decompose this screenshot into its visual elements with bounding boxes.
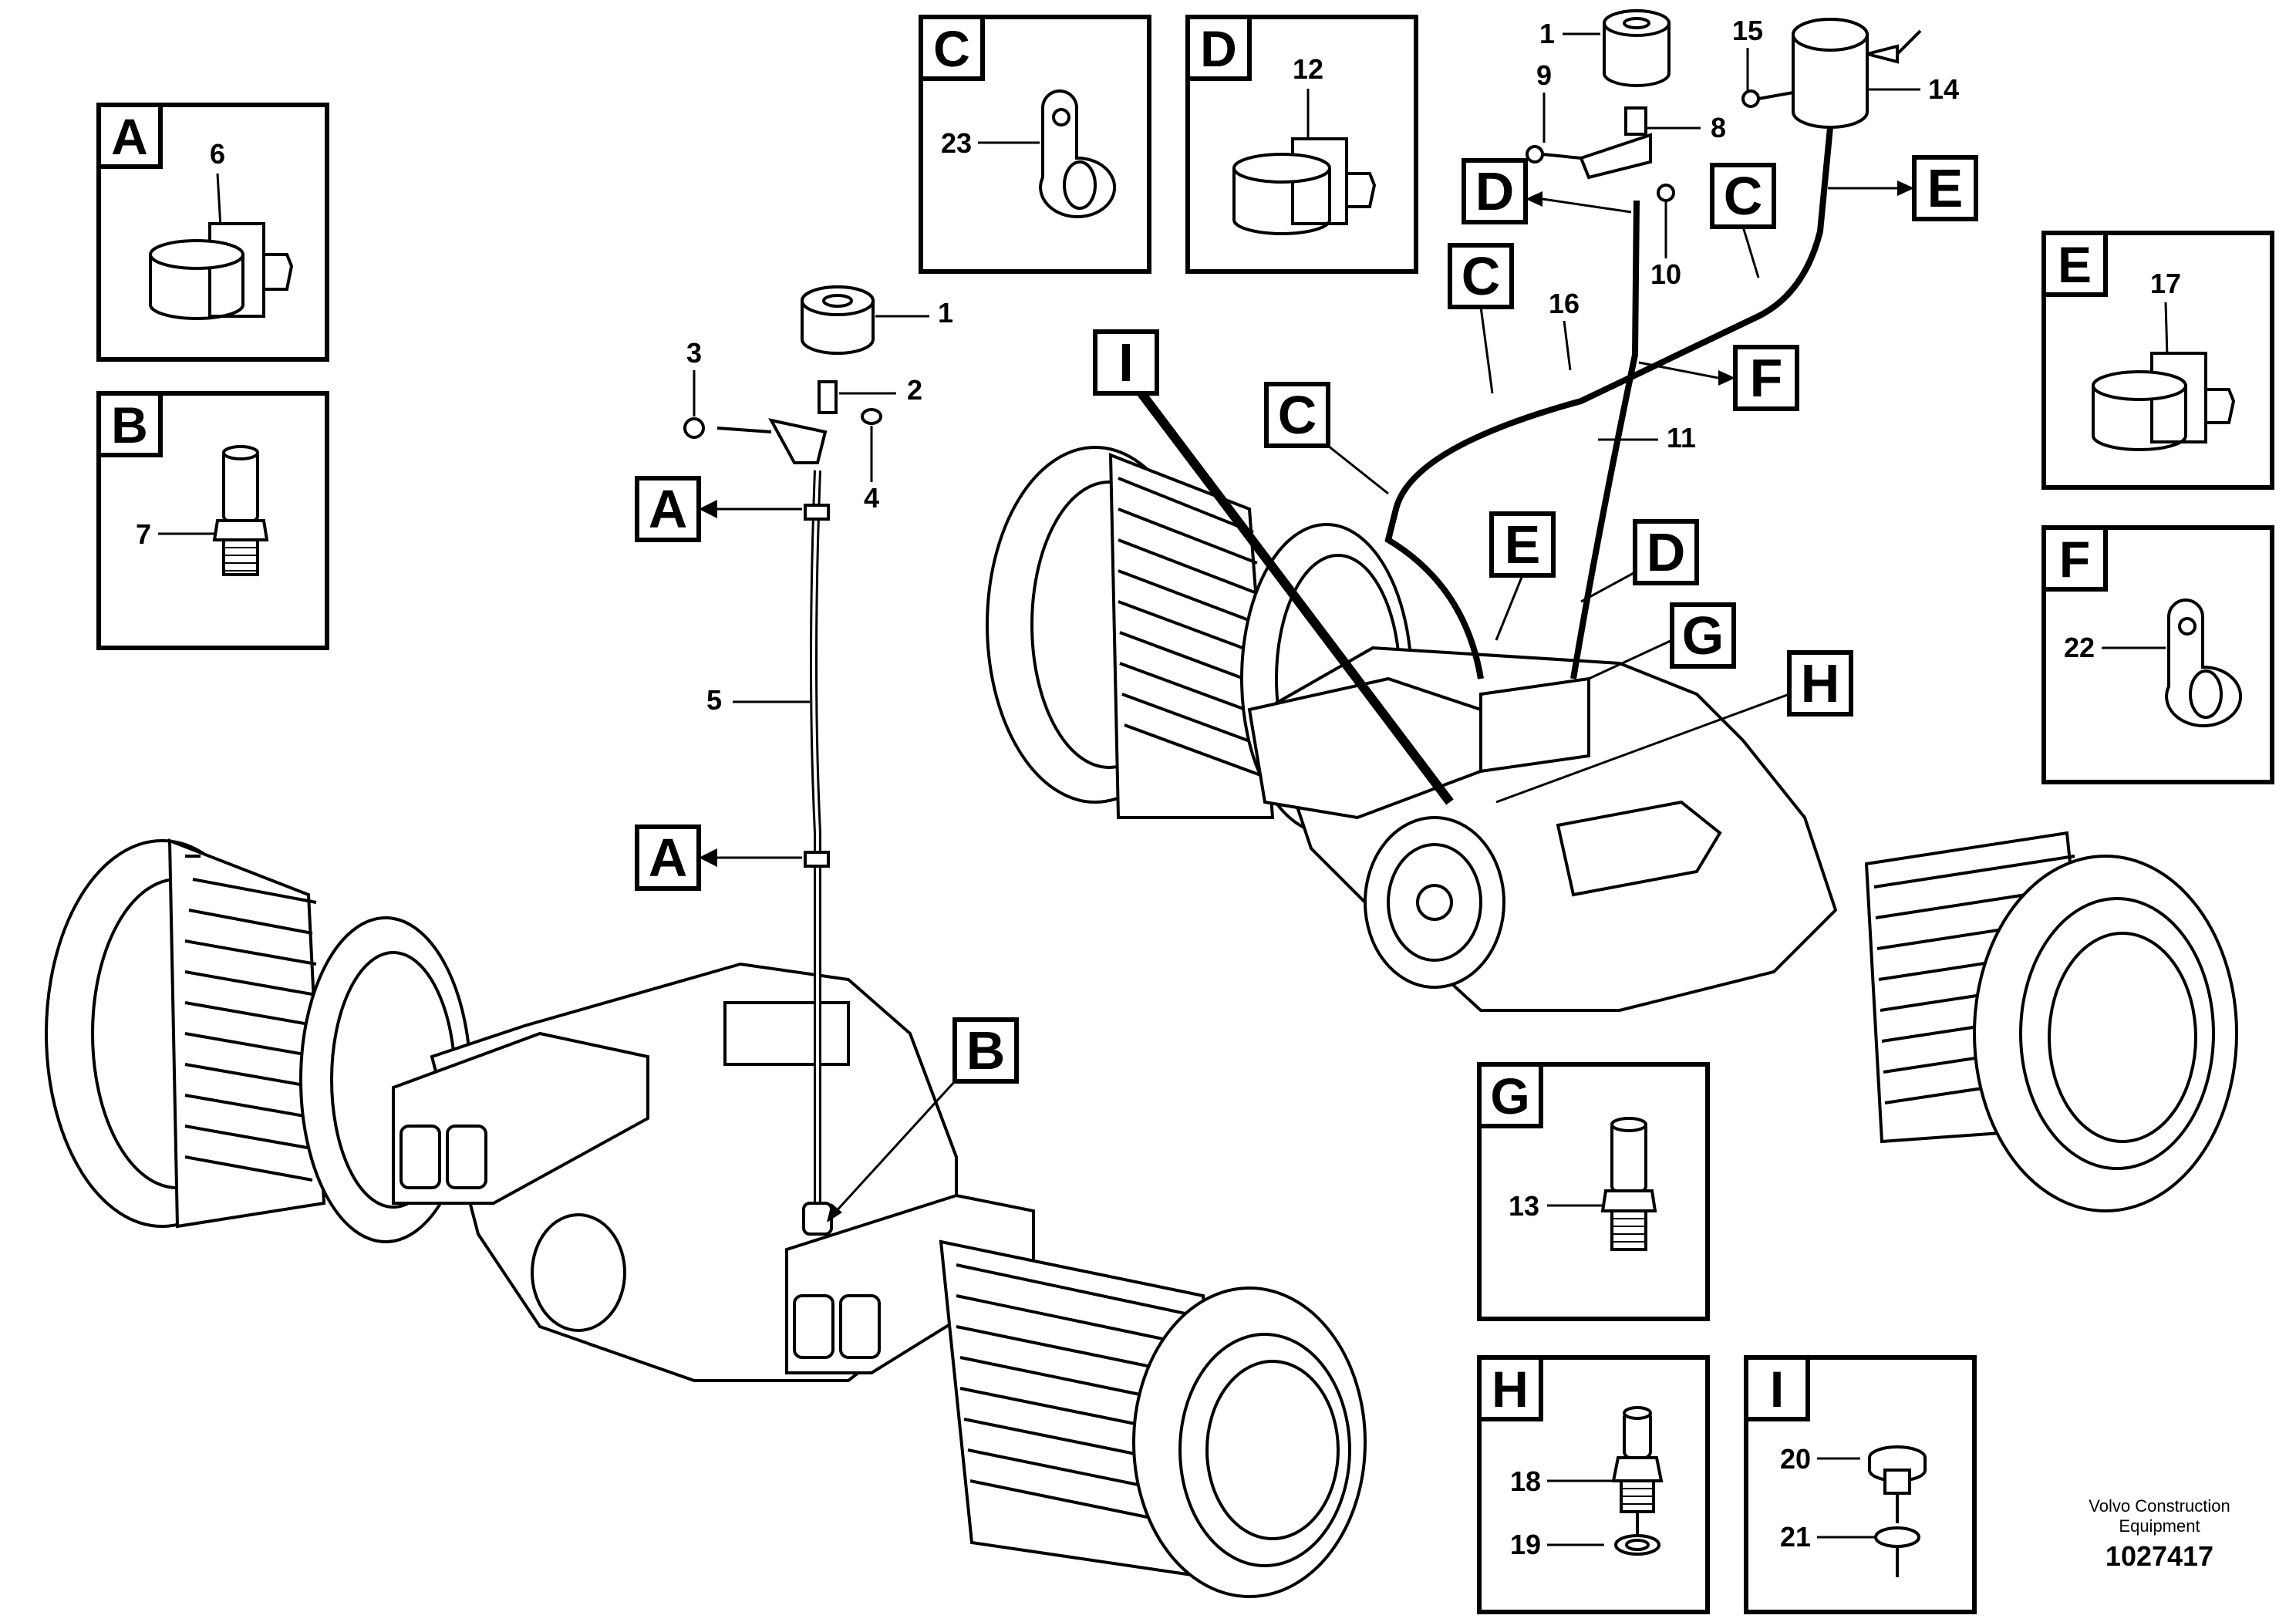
detail-box-i: I 20 21	[1744, 1355, 1977, 1614]
right-callouts: I C C C D D E E F	[1093, 155, 1978, 805]
part-number-label: 6	[210, 138, 225, 170]
detail-box-letter: E	[2058, 236, 2092, 293]
callout-letter: E	[1505, 514, 1541, 575]
callout-letter: I	[1118, 332, 1133, 393]
detail-box-a: A 6	[96, 103, 329, 362]
right-axle-housing	[1247, 646, 1838, 1012]
detail-box-f: F 22	[2041, 525, 2274, 784]
right-axle-assembly	[986, 446, 2238, 1212]
callout-letter: C	[1724, 166, 1763, 226]
callout-letter: C	[1278, 385, 1317, 445]
detail-box-letter: F	[2059, 531, 2090, 588]
p-clip-icon	[2165, 599, 2243, 727]
hose-clamp-icon	[2092, 352, 2236, 451]
detail-box-d: D 12	[1185, 15, 1418, 274]
left-wheel-hub	[45, 838, 472, 1243]
left-callouts: A A B	[635, 476, 1019, 1222]
callout-letter: A	[649, 828, 688, 888]
left-breather-assembly	[683, 285, 882, 1236]
part-number-label: 21	[1780, 1521, 1811, 1553]
part-number-label: 7	[136, 518, 151, 550]
right-part-labels: 1 8 9 10 11 14 15 16	[1536, 15, 1959, 454]
detail-box-letter: D	[1200, 20, 1237, 77]
part-number-label: 1	[1539, 18, 1555, 49]
hose-clamp-icon	[149, 222, 294, 320]
part-number-label: 22	[2064, 632, 2095, 663]
hose-clamp-icon	[1232, 137, 1377, 235]
detail-box-b: B 7	[96, 391, 329, 650]
part-number-label: 20	[1780, 1443, 1811, 1475]
right-breather-assembly	[1384, 9, 1922, 679]
right-lower-wheel-hub	[1864, 831, 2238, 1212]
axle-housing	[392, 962, 1035, 1382]
detail-box-letter: A	[111, 108, 148, 165]
callout-letter: A	[649, 479, 688, 539]
detail-box-letter: B	[111, 396, 148, 454]
detail-box-g: G 13	[1477, 1062, 1710, 1321]
detail-box-letter: H	[1492, 1361, 1529, 1418]
plug-icon	[1868, 1445, 1927, 1577]
callout-letter: E	[1927, 158, 1964, 218]
part-number-label: 3	[686, 337, 702, 369]
callout-letter: D	[1647, 522, 1686, 582]
part-number-label: 16	[1549, 288, 1580, 319]
part-number-label: 19	[1510, 1529, 1541, 1560]
brand-line-1: Volvo Construction	[2089, 1496, 2230, 1516]
detail-box-letter: G	[1490, 1067, 1529, 1125]
p-clip-icon	[1039, 89, 1117, 218]
part-number-label: 18	[1510, 1465, 1541, 1497]
detail-box-letter: I	[1770, 1361, 1784, 1418]
part-number-label: 14	[1928, 73, 1959, 105]
banjo-fitting-icon	[1611, 1406, 1664, 1556]
callout-letter: D	[1475, 161, 1515, 221]
part-number-label: 1	[938, 297, 953, 329]
fitting-icon	[1600, 1117, 1657, 1251]
part-number-label: 12	[1293, 53, 1323, 85]
footer: Volvo Construction Equipment 1027417	[2089, 1496, 2230, 1572]
callout-letter: G	[1682, 605, 1724, 666]
callout-letter: H	[1801, 653, 1840, 713]
fitting-icon	[212, 445, 269, 576]
callout-letter: B	[966, 1020, 1006, 1081]
part-number-label: 4	[864, 482, 879, 514]
detail-box-h: H 18 19	[1477, 1355, 1710, 1614]
callout-letter: C	[1462, 246, 1501, 306]
document-number: 1027417	[2106, 1540, 2213, 1572]
part-number-label: 13	[1509, 1190, 1539, 1222]
part-number-label: 8	[1711, 112, 1726, 143]
detail-box-c: C 23	[919, 15, 1151, 274]
part-number-label: 17	[2150, 268, 2181, 299]
part-number-label: 2	[907, 374, 922, 406]
left-part-labels: 1 2 3 4 5	[686, 297, 953, 716]
part-number-label: 11	[1667, 422, 1696, 454]
brand-line-2: Equipment	[2119, 1516, 2200, 1536]
part-number-label: 9	[1536, 59, 1552, 91]
detail-box-letter: C	[933, 20, 970, 77]
left-axle-assembly	[45, 838, 1367, 1598]
part-number-label: 5	[706, 684, 722, 716]
part-number-label: 23	[941, 127, 972, 159]
detail-box-e: E 17	[2041, 231, 2274, 490]
right-wheel-hub	[939, 1239, 1367, 1598]
part-number-label: 10	[1650, 258, 1681, 290]
part-number-label: 15	[1732, 15, 1763, 46]
callout-letter: F	[1750, 348, 1783, 408]
